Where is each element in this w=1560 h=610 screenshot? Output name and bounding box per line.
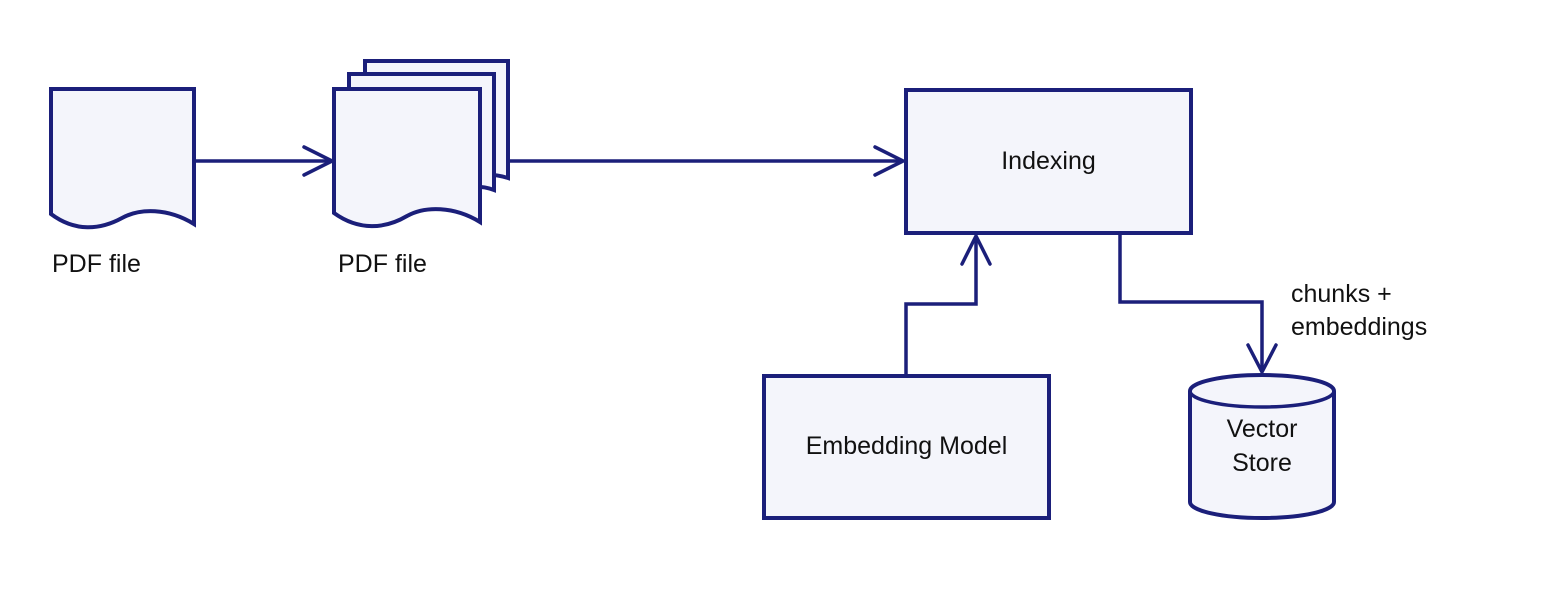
vector-store-label-line2: Store: [1232, 449, 1292, 477]
edge-pdf-to-pdf-stack: [194, 145, 334, 177]
arrowhead-icon: [960, 234, 992, 266]
edge-line: [904, 236, 978, 374]
pdf-file-node: [49, 87, 196, 230]
edge-label-embeddings: embeddings: [1291, 313, 1427, 341]
pdf-stack-label: PDF file: [338, 250, 427, 278]
indexing-node: Indexing: [904, 88, 1193, 235]
edge-indexing-to-vector-store: [1118, 233, 1278, 374]
pdf-stack-front-page: [332, 87, 482, 229]
pdf-file-label: PDF file: [52, 250, 141, 278]
arrowhead-icon: [873, 145, 905, 177]
indexing-label: Indexing: [1001, 147, 1096, 175]
cylinder-top-rim: [1188, 390, 1336, 409]
embedding-model-box: [762, 374, 1051, 520]
edge-embedding-model-to-indexing: [904, 234, 992, 374]
arrowhead-icon: [1246, 343, 1278, 374]
pdf-document-icon: [49, 87, 196, 230]
vector-store-node: Vector Store: [1188, 373, 1336, 520]
edge-line: [1118, 233, 1264, 372]
edge-pdf-stack-to-indexing: [508, 145, 905, 177]
vector-store-label-line1: Vector: [1227, 415, 1298, 443]
embedding-model-node: Embedding Model: [762, 374, 1051, 520]
embedding-model-label: Embedding Model: [806, 432, 1008, 460]
indexing-box: [904, 88, 1193, 235]
edge-label-chunks: chunks +: [1291, 280, 1392, 308]
database-cylinder-icon: [1188, 373, 1336, 520]
pdf-stack-node: [332, 59, 510, 229]
